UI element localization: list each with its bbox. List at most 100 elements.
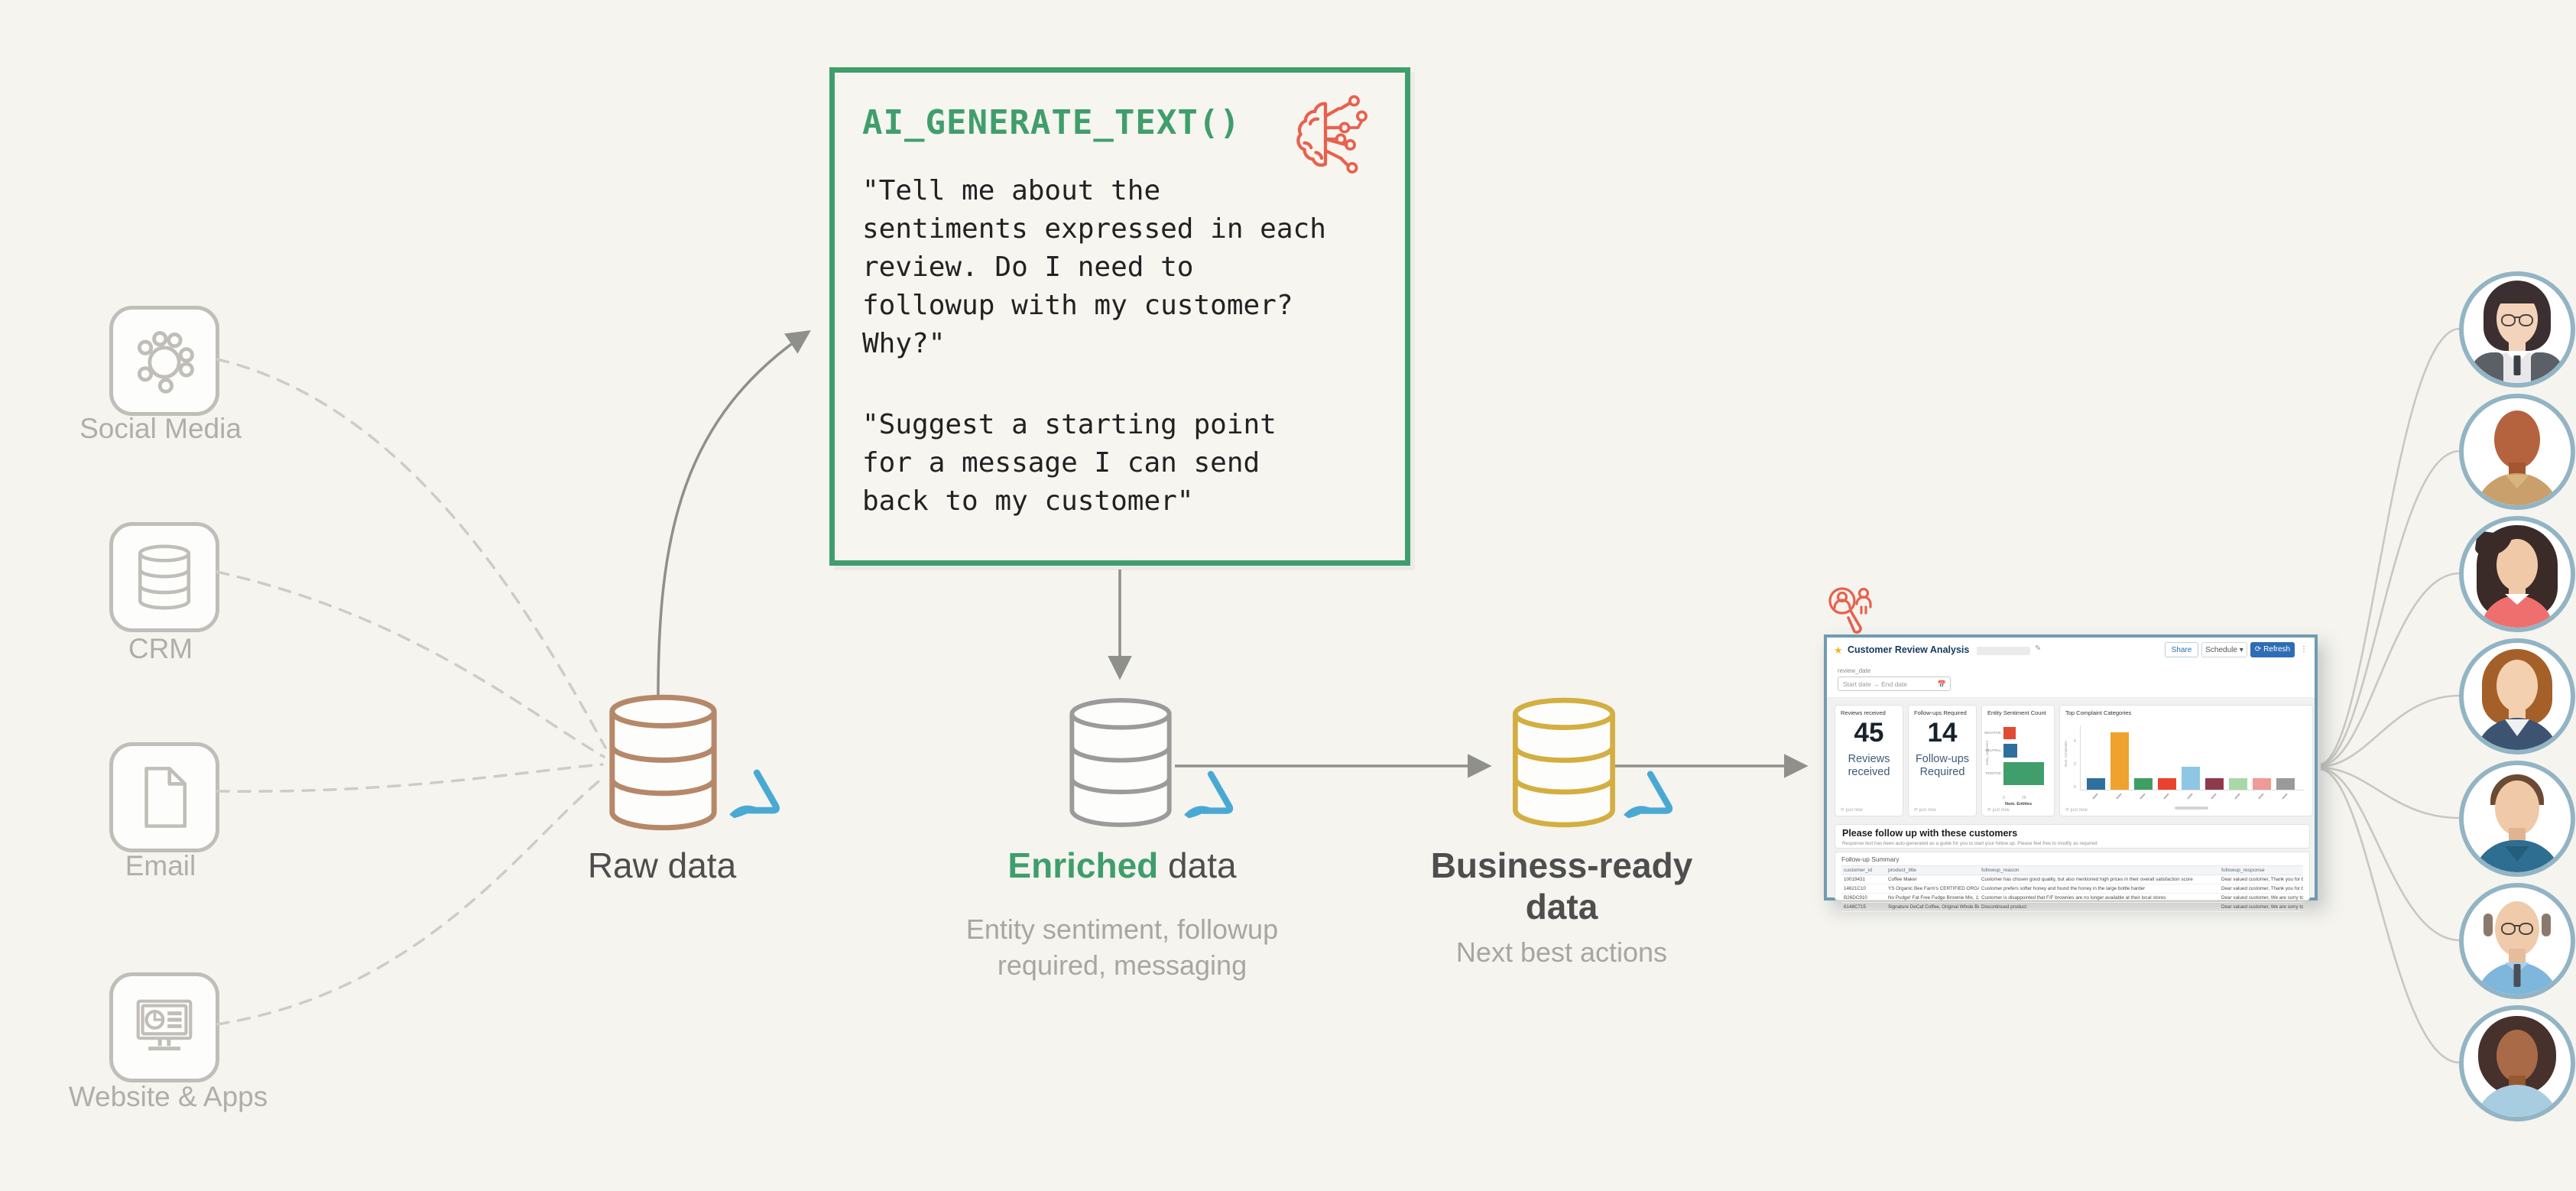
share-button[interactable]: Share bbox=[2165, 642, 2198, 657]
glasses bbox=[2500, 923, 2534, 935]
kebab-menu-button[interactable]: ⋮ bbox=[2300, 645, 2308, 654]
favorite-star-icon[interactable]: ★ bbox=[1834, 644, 1843, 656]
avatar-customer-3 bbox=[2459, 516, 2575, 632]
complaint-bar bbox=[2158, 778, 2176, 790]
cell-product_title: Signature DeCaf Coffee, Original Whole B… bbox=[1886, 902, 1979, 912]
cell-followup_reason: Customer has chosen good quality, but al… bbox=[1979, 875, 2219, 884]
sentiment-category-label: POSITIVE bbox=[1985, 771, 2001, 775]
card-refresh-note: ⟳ just now bbox=[1841, 808, 1863, 813]
followup-section: Please follow up with these customers Re… bbox=[1835, 824, 2310, 849]
hood-v bbox=[2505, 846, 2529, 862]
card-top-complaints: Top Complaint Categories Num. Complaints… bbox=[2059, 705, 2313, 816]
date-range-placeholder: Start date → End date bbox=[1843, 680, 1908, 688]
cell-product_title: No Pudge! Fat Free Fudge Brownie Mix, 13… bbox=[1886, 893, 1979, 903]
cell-followup_reason: Discontinued product bbox=[1979, 902, 2219, 912]
schedule-button[interactable]: Schedule ▾ bbox=[2201, 642, 2247, 657]
shirt bbox=[2474, 1085, 2560, 1117]
followups-required-value: 14 bbox=[1927, 718, 1958, 748]
business-ready-line1: Business-ready bbox=[1430, 845, 1693, 885]
crm-database-icon bbox=[138, 544, 191, 610]
complaints-x-axis-label-smudge bbox=[2175, 806, 2208, 810]
complaint-bar bbox=[2229, 778, 2247, 790]
reviews-received-value: 45 bbox=[1854, 718, 1884, 748]
cell-followup_reason: Customer is disappointed that F/F browni… bbox=[1979, 893, 2219, 903]
side-hair-left bbox=[2484, 914, 2493, 936]
enriched-highlight: Enriched bbox=[1007, 845, 1159, 885]
tie bbox=[2513, 964, 2521, 987]
date-range-input[interactable]: Start date → End date 📅 bbox=[1838, 677, 1951, 691]
complaints-ytick-0: 0 bbox=[2074, 785, 2076, 790]
dashed-source-lines bbox=[216, 358, 607, 1026]
source-email bbox=[109, 742, 219, 852]
raw-data-label: Raw data bbox=[587, 845, 737, 885]
card-entity-sentiment: Entity Sentiment Count entity_sentiment … bbox=[1981, 705, 2055, 816]
source-label-website-apps: Website & Apps bbox=[68, 1081, 268, 1112]
filter-field-label: review_date bbox=[1838, 667, 1871, 674]
card-refresh-note: ⟳ just now bbox=[2065, 808, 2088, 813]
complaint-bar bbox=[2276, 778, 2295, 790]
cell-followup_response: Dear valued customer, Thank you for brin… bbox=[2219, 884, 2303, 894]
source-crm bbox=[109, 522, 219, 632]
source-label-email: Email bbox=[125, 850, 196, 881]
card-title: Top Complaint Categories bbox=[2065, 709, 2132, 716]
ai-generate-text-box: AI_GENERATE_TEXT() "Tell me about the se… bbox=[829, 67, 1410, 566]
cell-customer_id: 6148C715 bbox=[1841, 902, 1886, 912]
avatar-customer-6 bbox=[2459, 883, 2575, 999]
card-refresh-note: ⟳ just now bbox=[1914, 808, 1936, 813]
avatar-customer-4 bbox=[2459, 638, 2575, 755]
sentiment-category-label: NEGATIVE bbox=[1984, 730, 2001, 735]
sentiment-xtick-0: 0 bbox=[2003, 796, 2005, 800]
column-header-product_title: product_title bbox=[1886, 865, 1979, 875]
cell-customer_id: 14621C10 bbox=[1841, 884, 1886, 894]
complaint-bar bbox=[2087, 778, 2105, 790]
face bbox=[2495, 780, 2539, 836]
refresh-button[interactable]: ⟳ Refresh bbox=[2250, 642, 2295, 657]
cell-followup_reason: Customer prefers softer honey and found … bbox=[1979, 884, 2219, 894]
neck bbox=[2509, 580, 2526, 597]
complaint-xtick-label-mark bbox=[2092, 793, 2098, 800]
face bbox=[2494, 411, 2540, 469]
enriched-data-label: Enriched data bbox=[962, 845, 1283, 886]
edit-pencil-icon[interactable]: ✎ bbox=[2035, 644, 2042, 653]
neck bbox=[2509, 336, 2526, 352]
brain-circuit-icon bbox=[1296, 95, 1367, 174]
avatar-customer-7 bbox=[2459, 1005, 2575, 1121]
complaints-y-axis-label: Num. Complaints bbox=[2064, 741, 2068, 767]
tie bbox=[2513, 355, 2521, 375]
vest-right bbox=[2531, 352, 2565, 383]
delta-lake-logo-enriched bbox=[1184, 771, 1234, 819]
complaint-bar bbox=[2134, 778, 2153, 790]
complaint-bar bbox=[2205, 778, 2224, 790]
card-reviews-received: Reviews received 45 Reviews received ⟳ j… bbox=[1835, 705, 1903, 816]
title-badge bbox=[1977, 647, 2030, 655]
dashboard-body: review_date Start date → End date 📅 Revi… bbox=[1827, 664, 2315, 912]
source-label-crm: CRM bbox=[128, 633, 193, 664]
collar bbox=[2505, 475, 2529, 488]
complaint-xtick-label-mark bbox=[2211, 793, 2217, 800]
complaint-bar bbox=[2182, 767, 2200, 790]
sentiment-bar-positive: POSITIVE bbox=[1986, 762, 2044, 785]
calendar-icon[interactable]: 📅 bbox=[1937, 680, 1946, 688]
complaint-xtick-label-mark bbox=[2140, 793, 2146, 800]
cell-followup_response: Dear valued customer, Thank you for brin… bbox=[2219, 875, 2303, 884]
complaints-ytick-2: 2 bbox=[2074, 762, 2076, 767]
face bbox=[2497, 1030, 2538, 1082]
raw-data-cylinder bbox=[609, 694, 717, 831]
neck bbox=[2509, 703, 2526, 719]
complaints-ytick-4: 4 bbox=[2074, 739, 2076, 744]
fanout-lines bbox=[2320, 327, 2461, 1064]
cell-customer_id: B26DC910 bbox=[1841, 893, 1886, 903]
complaint-xtick-label-mark bbox=[2163, 793, 2169, 800]
cell-followup_response: Dear valued customer, We are sorry to he… bbox=[2219, 893, 2303, 903]
neck bbox=[2509, 949, 2526, 965]
avatar-customer-2 bbox=[2459, 394, 2575, 510]
blouse bbox=[2505, 719, 2529, 736]
social-media-icon bbox=[137, 331, 194, 394]
delta-lake-logo-business bbox=[1624, 771, 1673, 819]
ai-prompt-1: "Tell me about the sentiments expressed … bbox=[862, 175, 1326, 359]
